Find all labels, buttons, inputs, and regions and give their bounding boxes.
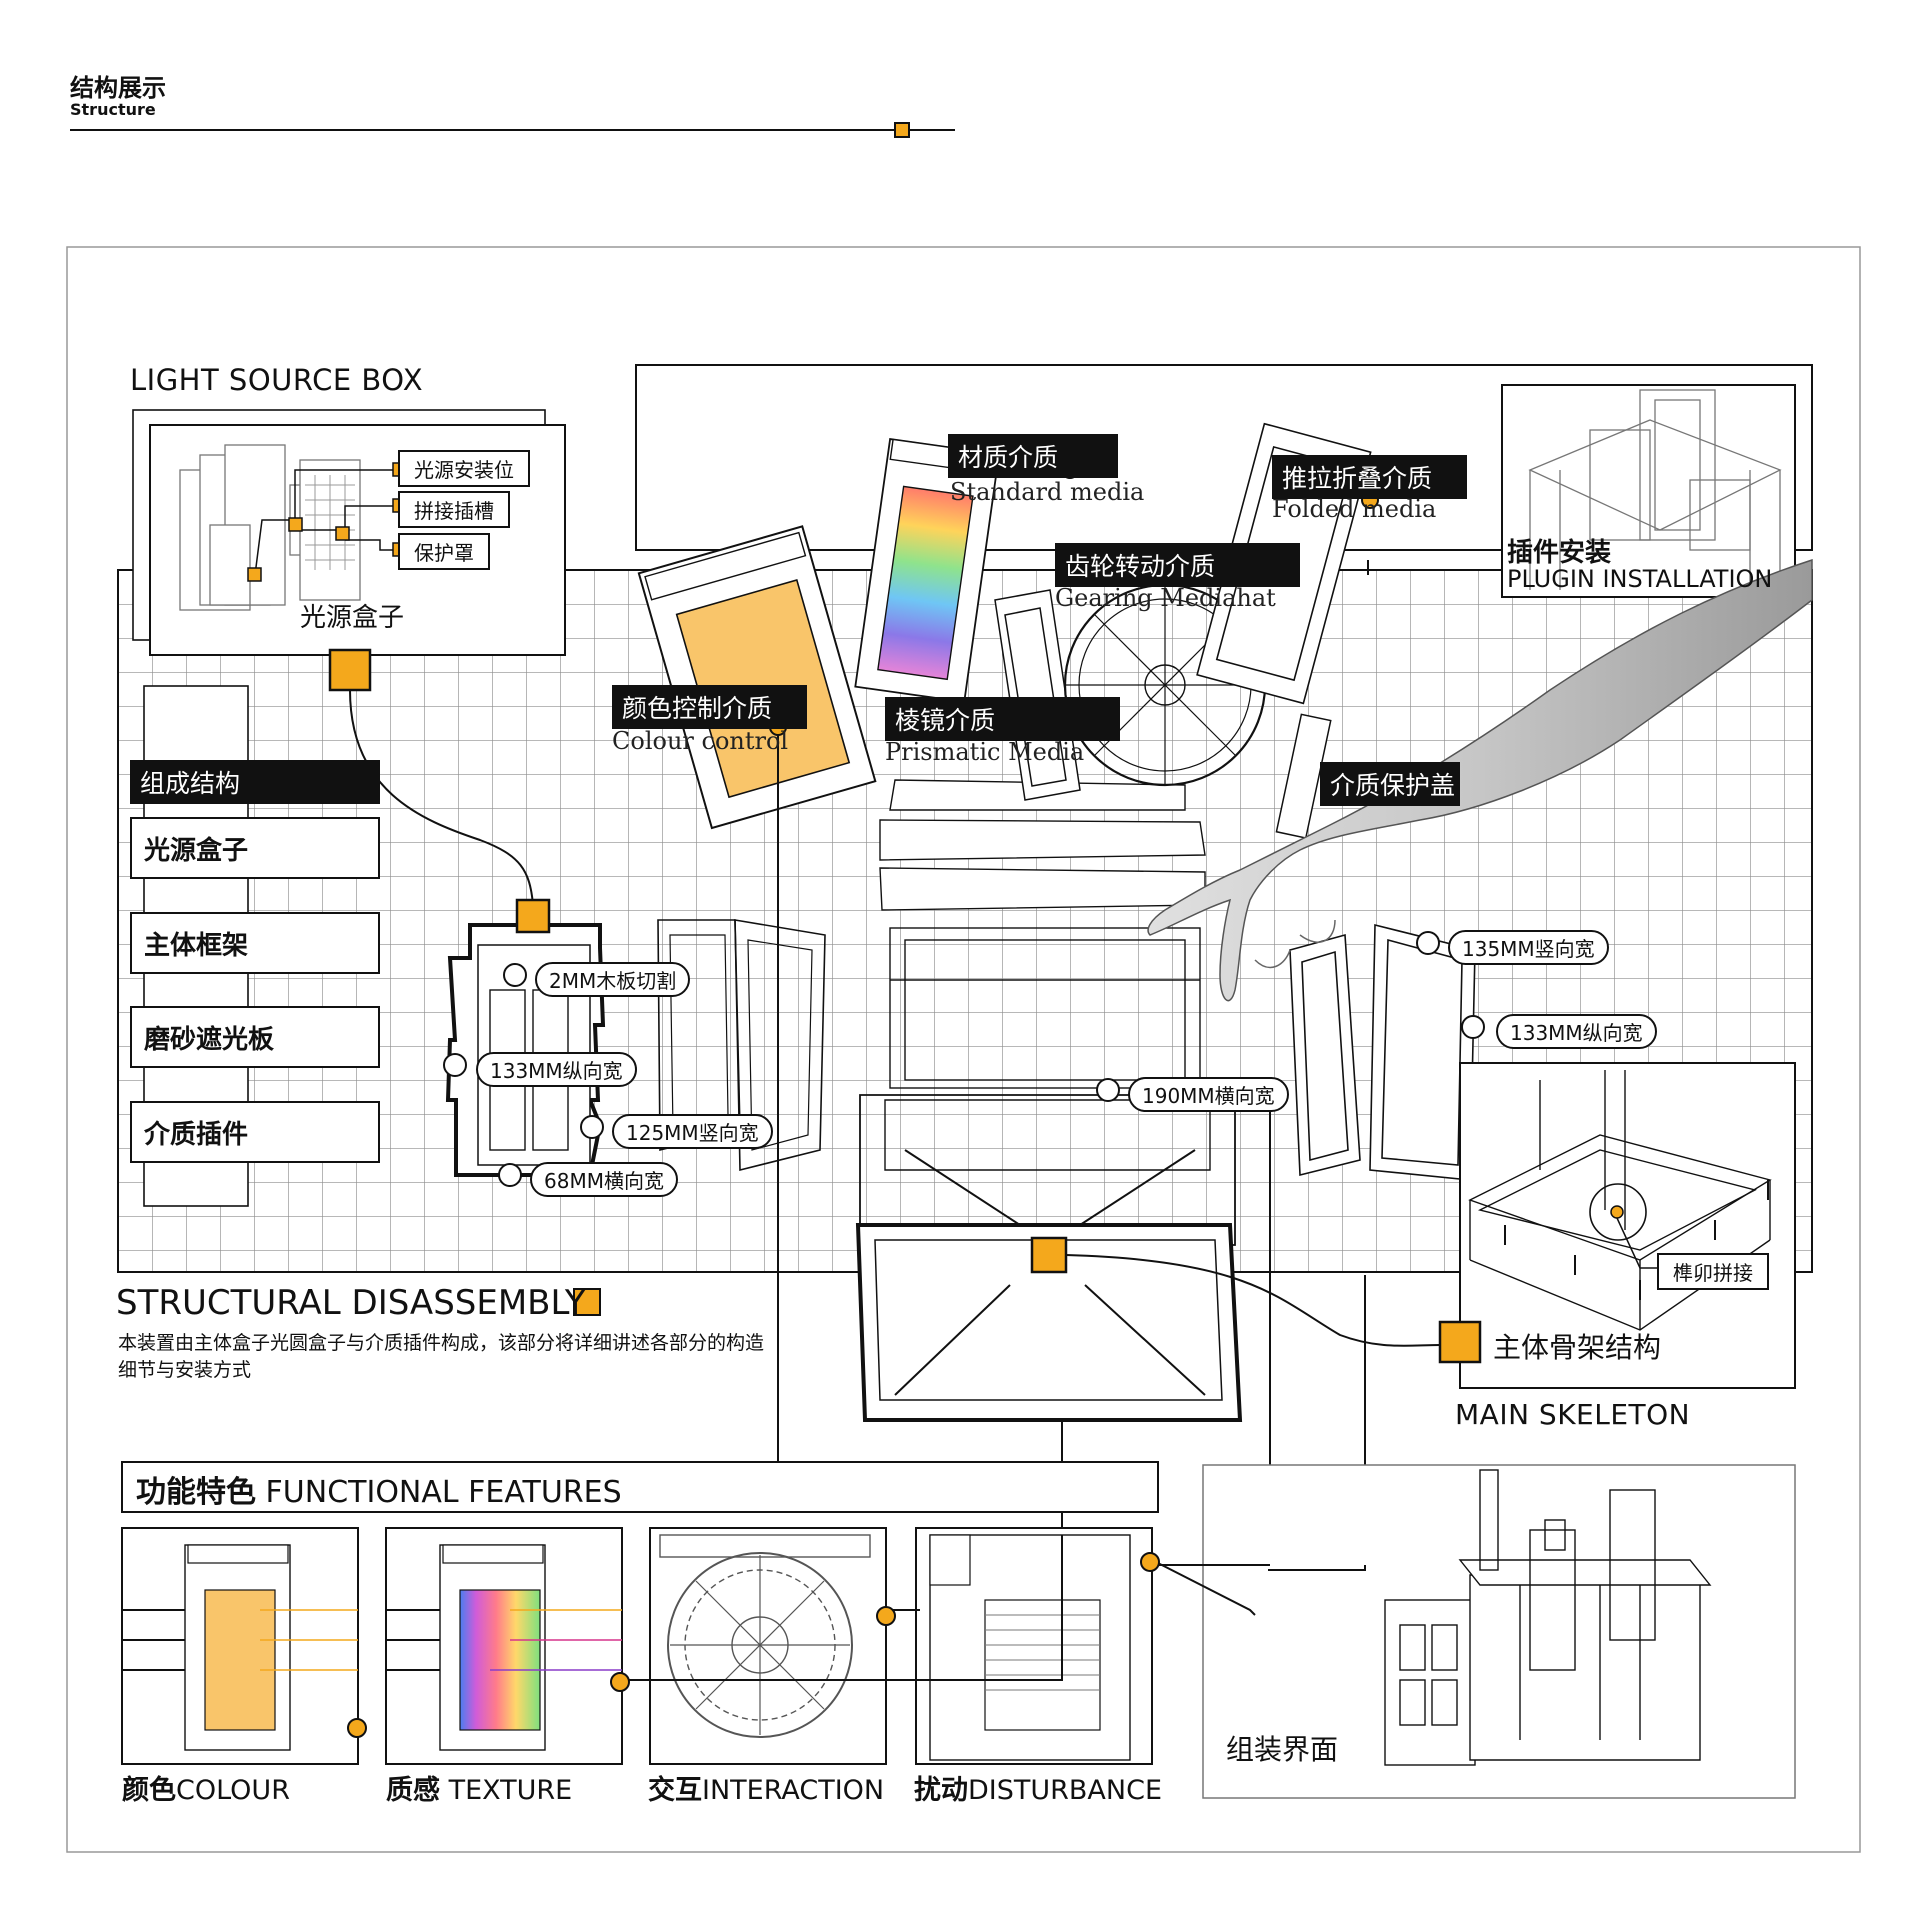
dim-190-width: 190MM横向宽: [1128, 1077, 1289, 1112]
composition-item-frosted-panel: 磨砂遮光板: [130, 1006, 380, 1068]
feature-disturbance-en: DISTURBANCE: [968, 1775, 1163, 1806]
tenon-joint-label: 榫卯拼接: [1657, 1253, 1769, 1290]
assembly-interface-label: 组装界面: [1226, 1733, 1339, 1766]
label-colour-media: 颜色控制介质: [612, 685, 807, 729]
label-gear-media-en: Gearing Mediahat: [1055, 584, 1276, 612]
label-material-media-en: Standard media: [950, 478, 1145, 506]
composition-item-main-frame: 主体框架: [130, 912, 380, 974]
callout-light-mount: 光源安装位: [398, 450, 530, 487]
feature-interaction-cn: 交互: [648, 1775, 702, 1806]
callout-splice-slot: 拼接插槽: [398, 491, 510, 528]
label-material-media: 材质介质: [948, 434, 1118, 478]
feature-texture-cn: 质感: [386, 1775, 440, 1806]
label-prism-media-en: Prismatic Media: [885, 738, 1085, 766]
feature-texture-label: 质感 TEXTURE: [386, 1768, 572, 1807]
plugin-install-cn: 插件安装: [1507, 538, 1612, 568]
feature-interaction-label: 交互INTERACTION: [648, 1768, 884, 1807]
section-title-en: Structure: [70, 100, 156, 119]
dim-133-depth-right: 133MM纵向宽: [1496, 1014, 1657, 1049]
main-skeleton-en: MAIN SKELETON: [1455, 1398, 1691, 1431]
dim-board-cut: 2MM木板切割: [535, 962, 691, 997]
feature-interaction-en: INTERACTION: [702, 1775, 885, 1806]
feature-disturbance-cn: 扰动: [914, 1775, 968, 1806]
feature-texture-en: TEXTURE: [448, 1775, 573, 1806]
dim-125-height: 125MM竖向宽: [612, 1114, 773, 1149]
label-folding-media-en: Folded media: [1272, 495, 1437, 523]
features-heading-en: FUNCTIONAL FEATURES: [265, 1475, 622, 1510]
dim-68-width: 68MM横向宽: [530, 1162, 678, 1197]
feature-colour-en: COLOUR: [176, 1775, 290, 1806]
dim-133-depth-left: 133MM纵向宽: [476, 1052, 637, 1087]
plugin-install-en: PLUGIN INSTALLATION: [1507, 565, 1773, 593]
label-folding-media: 推拉折叠介质: [1272, 455, 1467, 499]
light-source-box-title: LIGHT SOURCE BOX: [130, 363, 424, 397]
callout-protective-cover: 保护罩: [398, 533, 490, 570]
label-gear-media: 齿轮转动介质: [1055, 543, 1300, 587]
composition-item-media-plugin: 介质插件: [130, 1101, 380, 1163]
structural-disassembly-title: STRUCTURAL DISASSEMBLY: [116, 1283, 586, 1323]
section-title-cn: 结构展示: [70, 74, 166, 102]
dim-135-height: 135MM竖向宽: [1448, 930, 1609, 965]
feature-colour-cn: 颜色: [122, 1775, 176, 1806]
composition-title: 组成结构: [130, 760, 380, 804]
feature-disturbance-label: 扰动DISTURBANCE: [914, 1768, 1162, 1807]
features-heading-cn: 功能特色: [136, 1475, 256, 1510]
label-media-cover: 介质保护盖: [1320, 762, 1460, 806]
feature-colour-label: 颜色COLOUR: [122, 1768, 290, 1807]
label-colour-media-en: Colour control: [612, 727, 789, 755]
label-prism-media: 棱镜介质: [885, 697, 1120, 741]
composition-item-light-box: 光源盒子: [130, 817, 380, 879]
main-skeleton-cn: 主体骨架结构: [1493, 1331, 1662, 1364]
light-source-box-caption: 光源盒子: [300, 603, 405, 633]
structural-disassembly-desc: 本装置由主体盒子光圆盒子与介质插件构成，该部分将详细讲述各部分的构造细节与安装方…: [118, 1332, 765, 1381]
features-heading: 功能特色 FUNCTIONAL FEATURES: [136, 1467, 622, 1511]
